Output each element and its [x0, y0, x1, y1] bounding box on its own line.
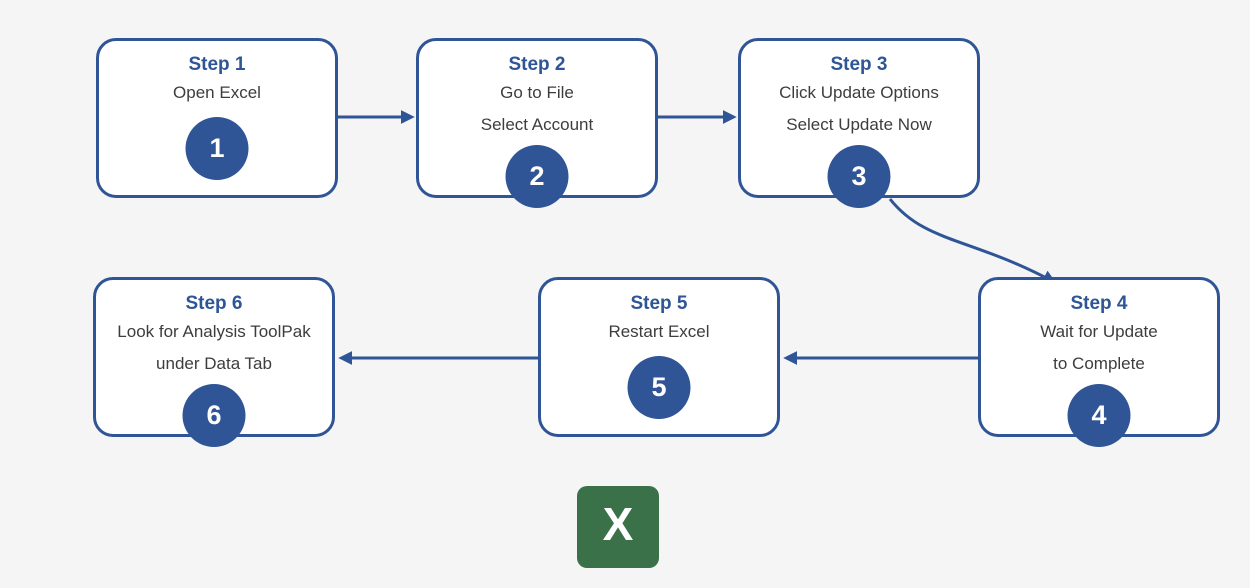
step-5-title: Step 5 — [630, 293, 688, 314]
arrow-step3-to-step4 — [888, 198, 1057, 284]
step-3-number-badge: 3 — [827, 145, 891, 208]
step-2-number-badge: 2 — [505, 145, 569, 208]
step-6-number-badge: 6 — [182, 384, 246, 447]
step-1-box: Step 1 Open Excel 1 — [96, 38, 338, 198]
step-4-text-line2: to Complete — [1053, 354, 1145, 373]
step-6-title: Step 6 — [185, 293, 243, 314]
step-3-title: Step 3 — [830, 54, 888, 75]
step-5-box: Step 5 Restart Excel 5 — [538, 277, 780, 437]
excel-logo-icon: X — [577, 486, 659, 568]
step-4-box: Step 4 Wait for Update to Complete 4 — [978, 277, 1220, 447]
step-1-number-badge: 1 — [185, 117, 249, 180]
step-3-text-line2: Select Update Now — [786, 115, 932, 134]
step-4-title: Step 4 — [1070, 293, 1128, 314]
step-2-title: Step 2 — [508, 54, 566, 75]
step-6-box: Step 6 Look for Analysis ToolPak under D… — [93, 277, 335, 447]
step-3-text-line1: Click Update Options — [779, 83, 939, 102]
step-1-title: Step 1 — [188, 54, 246, 75]
step-2-box: Step 2 Go to File Select Account 2 — [416, 38, 658, 208]
step-1-text: Open Excel — [173, 83, 261, 102]
excel-logo-letter: X — [602, 498, 634, 550]
step-2-text-line1: Go to File — [500, 83, 574, 102]
step-4-text-line1: Wait for Update — [1040, 322, 1158, 341]
step-2-text-line2: Select Account — [480, 115, 594, 134]
step-6-text-line1: Look for Analysis ToolPak — [117, 322, 311, 341]
step-5-number-badge: 5 — [627, 356, 691, 419]
step-6-text-line2: under Data Tab — [156, 354, 272, 373]
step-4-number-badge: 4 — [1067, 384, 1131, 447]
step-5-text: Restart Excel — [608, 322, 710, 341]
step-3-box: Step 3 Click Update Options Select Updat… — [738, 38, 980, 208]
